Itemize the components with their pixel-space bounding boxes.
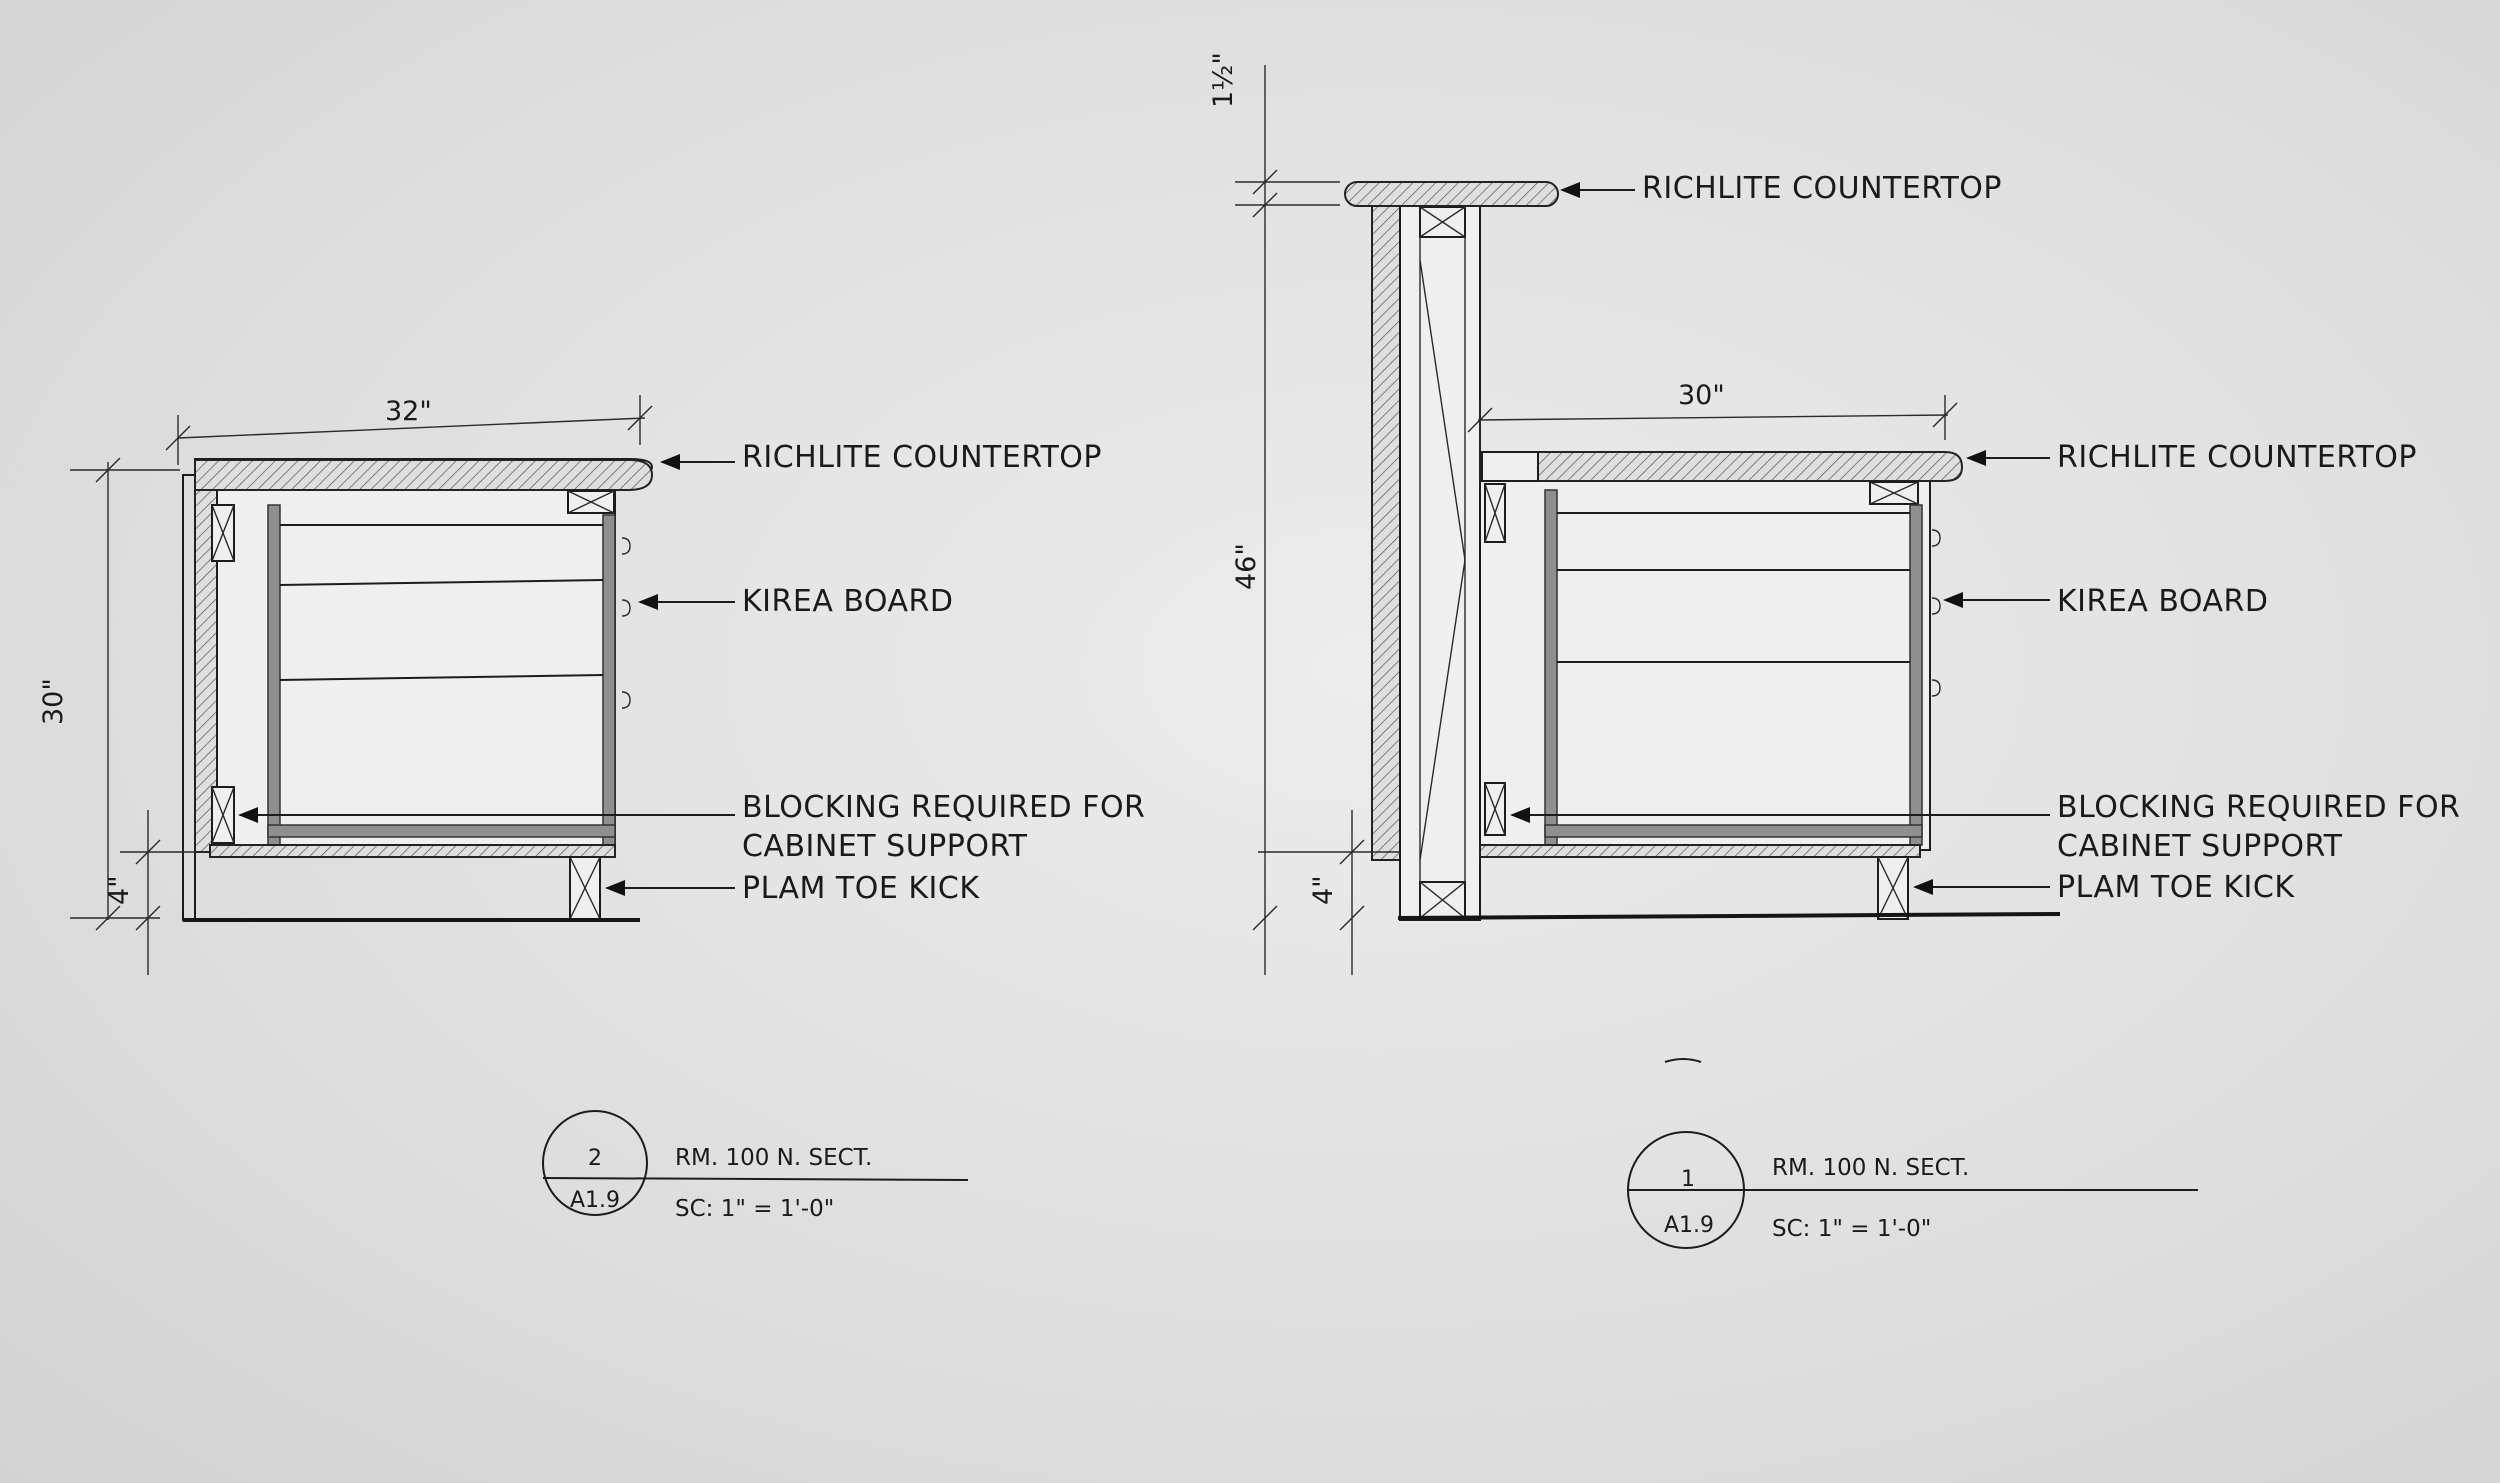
note-blocking-line-1: BLOCKING REQUIRED FOR [742, 790, 1145, 825]
section-scale: SC: 1" = 1'-0" [1772, 1216, 1931, 1242]
floor-line [1397, 912, 2061, 920]
kirea-board-left [267, 504, 281, 848]
richlite-countertop [194, 459, 654, 491]
dim-line-width [1477, 414, 1949, 421]
drawer-pull [1931, 529, 1941, 547]
stray-mark [1664, 1058, 1702, 1063]
section-1: 1½" 46" 4" 30" RICHLITE COUNTERTOP RICHL… [1208, 52, 2460, 1249]
cabinet-base [1479, 844, 1921, 858]
note-toe-kick: PLAM TOE KICK [742, 871, 980, 906]
dim-top-thickness: 1½" [1208, 52, 1239, 108]
top-richlite-countertop [1344, 181, 1559, 207]
wall-face [182, 474, 196, 921]
note-blocking-line-1: BLOCKING REQUIRED FOR [2057, 790, 2460, 825]
kirea-board-right [1909, 504, 1923, 846]
dim-height: 46" [1231, 543, 1262, 590]
note-countertop: RICHLITE COUNTERTOP [742, 440, 1102, 475]
section-2: 32" 30" 4" RICHLITE COUNTERTOP KIREA BOA… [38, 395, 1145, 1222]
dim-height: 30" [38, 678, 69, 725]
drawer-pull [621, 537, 631, 555]
partition-stud [1399, 204, 1481, 921]
drawer-pull [1931, 679, 1941, 697]
section-tag-circle [542, 1110, 648, 1216]
kirea-board-left [1544, 489, 1558, 846]
section-tag-sheet: A1.9 [1664, 1213, 1714, 1238]
kirea-board-right [602, 514, 616, 848]
cabinet-body [216, 489, 616, 853]
note-blocking-line-2: CABINET SUPPORT [2057, 829, 2343, 864]
title-underline [542, 1177, 969, 1181]
note-kirea-board: KIREA BOARD [2057, 584, 2269, 619]
section-title: RM. 100 N. SECT. [675, 1145, 872, 1171]
dim-toe: 4" [104, 875, 135, 905]
drawer-pull [621, 599, 631, 617]
note-kirea-board: KIREA BOARD [742, 584, 954, 619]
section-title: RM. 100 N. SECT. [1772, 1155, 1969, 1181]
richlite-countertop [1479, 451, 1964, 482]
section-scale: SC: 1" = 1'-0" [675, 1196, 834, 1222]
kirea-board-bottom [267, 824, 616, 838]
note-countertop: RICHLITE COUNTERTOP [2057, 440, 2417, 475]
note-top-countertop: RICHLITE COUNTERTOP [1642, 171, 2002, 206]
drawer-pull [1931, 597, 1941, 615]
kirea-board-bottom [1544, 824, 1923, 838]
dim-width: 32" [385, 396, 432, 427]
dim-toe: 4" [1308, 875, 1339, 905]
dim-width: 30" [1678, 380, 1725, 411]
partition-panel [1371, 204, 1401, 861]
section-tag-number: 1 [1681, 1167, 1695, 1192]
section-tag-number: 2 [588, 1146, 602, 1171]
drawer-pull [621, 691, 631, 709]
note-toe-kick: PLAM TOE KICK [2057, 870, 2295, 905]
section-tag-sheet: A1.9 [570, 1188, 620, 1213]
dim-line-width [177, 417, 646, 439]
cabinet-base [209, 844, 616, 858]
note-blocking-line-2: CABINET SUPPORT [742, 829, 1028, 864]
